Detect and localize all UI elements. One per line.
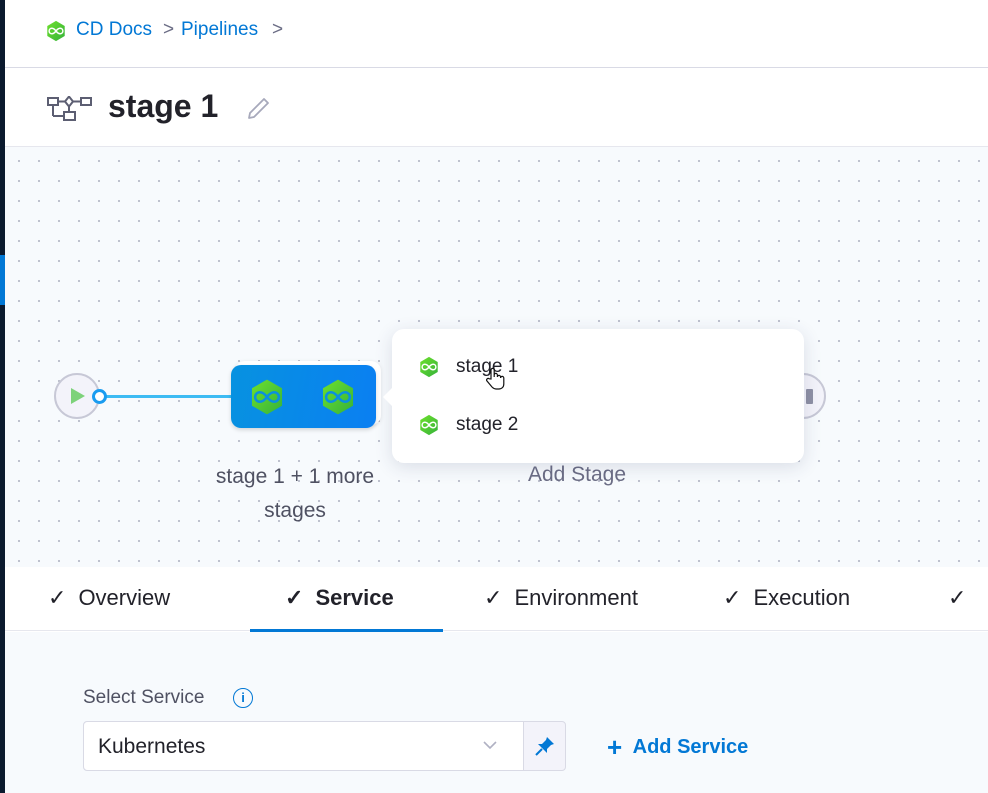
plus-icon: + xyxy=(607,732,623,762)
select-service-value: Kubernetes xyxy=(98,735,206,758)
add-stage-label[interactable]: Add Stage xyxy=(527,463,627,486)
check-icon: ✓ xyxy=(484,585,503,610)
chevron-right-icon: > xyxy=(163,19,175,40)
popover-item-label: stage 2 xyxy=(456,414,519,435)
stop-icon xyxy=(806,389,813,404)
stage-group-label-line2: stages xyxy=(264,499,326,522)
select-service-label: Select Service xyxy=(83,687,205,708)
hand-cursor-icon xyxy=(486,367,505,390)
cd-stage-icon xyxy=(418,414,440,436)
cd-stage-icon xyxy=(418,356,440,378)
pipeline-canvas[interactable]: stage 1 + 1 more stages Add Stage stage … xyxy=(5,147,988,567)
cd-module-icon xyxy=(45,20,67,42)
popover-item-stage-2[interactable]: stage 2 xyxy=(418,411,778,439)
popover-item-label: stage 1 xyxy=(456,356,519,377)
pencil-icon[interactable] xyxy=(245,96,271,122)
popover-item-stage-1[interactable]: stage 1 xyxy=(418,353,778,381)
title-bar: stage 1 xyxy=(5,69,988,147)
pin-icon[interactable] xyxy=(534,735,556,757)
page-title: stage 1 xyxy=(108,88,219,124)
header: CD Docs > Pipelines > xyxy=(5,0,988,68)
check-icon: ✓ xyxy=(285,585,304,610)
service-form: Select Service i Kubernetes + Add Servic… xyxy=(5,632,988,793)
check-icon: ✓ xyxy=(48,585,67,610)
stage-list-popover: stage 1 stage 2 xyxy=(383,329,804,463)
chevron-down-icon xyxy=(483,741,497,750)
add-service-button[interactable]: + Add Service xyxy=(607,732,749,762)
tab-overview[interactable]: ✓Overview xyxy=(48,585,171,610)
chevron-right-icon: > xyxy=(272,19,284,40)
tab-advanced[interactable]: ✓ xyxy=(948,585,978,611)
stage-group-node[interactable] xyxy=(231,365,376,428)
start-node[interactable] xyxy=(54,373,100,419)
tab-execution[interactable]: ✓Execution xyxy=(723,585,851,610)
select-service-dropdown[interactable]: Kubernetes xyxy=(83,721,566,771)
info-icon[interactable]: i xyxy=(233,688,253,708)
active-nav-marker xyxy=(0,255,5,305)
tab-service[interactable]: ✓Service xyxy=(285,585,394,610)
cd-stage-icon xyxy=(248,378,286,416)
check-icon: ✓ xyxy=(723,585,742,610)
tab-environment[interactable]: ✓Environment xyxy=(484,585,638,610)
connector-port xyxy=(92,389,107,404)
play-icon xyxy=(71,388,85,404)
left-nav-strip xyxy=(0,0,5,793)
breadcrumb-pipelines[interactable]: Pipelines xyxy=(181,19,259,40)
check-icon: ✓ xyxy=(948,585,967,610)
pipeline-stages-icon xyxy=(47,96,92,121)
breadcrumb-cd-docs[interactable]: CD Docs xyxy=(76,19,153,40)
active-tab-indicator xyxy=(250,629,443,632)
cd-stage-icon xyxy=(319,378,357,416)
stage-tabs: ✓Overview ✓Service ✓Environment ✓Executi… xyxy=(5,567,988,631)
connector-line xyxy=(101,395,231,398)
stage-group-label-line1: stage 1 + 1 more xyxy=(215,465,375,488)
